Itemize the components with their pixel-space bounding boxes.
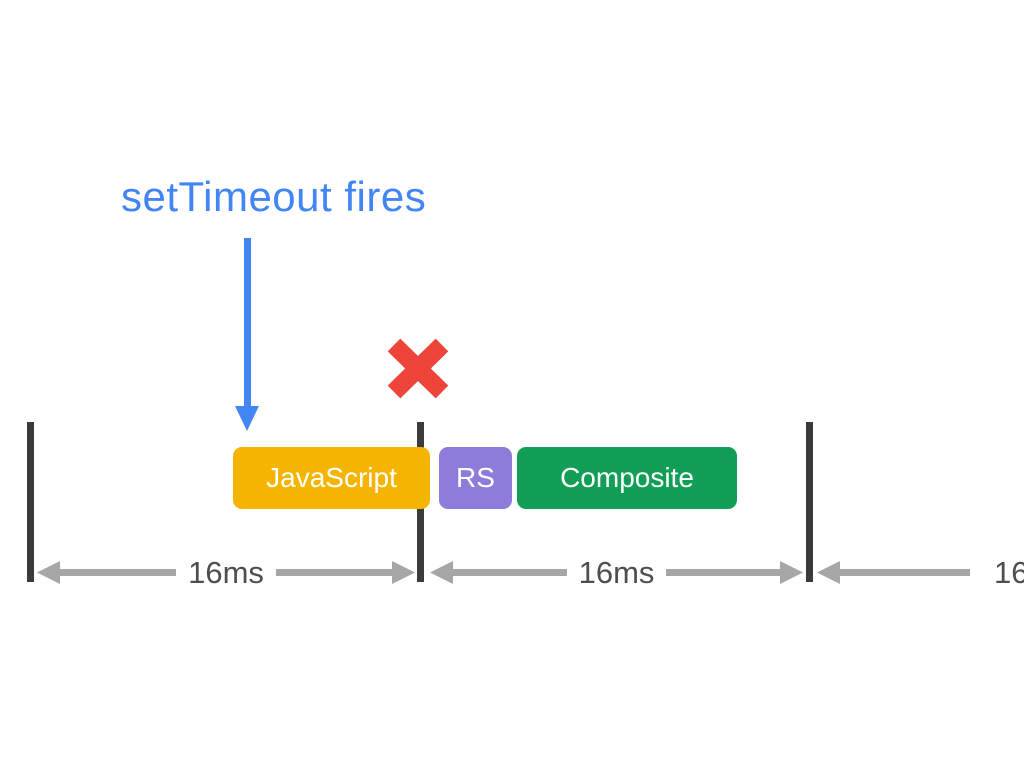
frame-boundary-line — [27, 422, 34, 582]
task-rs: RS — [439, 447, 512, 509]
task-composite: Composite — [517, 447, 737, 509]
duration-label: 16ms — [578, 554, 655, 590]
arrow-shaft — [453, 568, 567, 576]
arrow-shaft — [275, 568, 392, 576]
annotation-settimeout-fires: setTimeout fires — [121, 173, 427, 220]
duration-label: 16ms — [994, 554, 1024, 590]
left-arrowhead-icon — [430, 560, 453, 584]
right-arrowhead-icon — [392, 560, 415, 584]
frame-boundary-line — [806, 422, 813, 582]
down-arrow-icon — [233, 238, 261, 432]
arrow-shaft — [60, 568, 177, 576]
frame-duration-group: 16ms — [430, 551, 803, 593]
missed-frame-x-icon — [385, 336, 451, 401]
arrow-shaft — [840, 568, 970, 576]
right-arrowhead-icon — [780, 560, 803, 584]
task-rs-label: RS — [456, 462, 495, 493]
frame-duration-group: 16ms — [817, 551, 1024, 593]
duration-label: 16ms — [188, 554, 264, 590]
left-arrowhead-icon — [817, 560, 840, 584]
task-javascript-label: JavaScript — [266, 462, 397, 493]
task-composite-label: Composite — [560, 462, 694, 493]
task-javascript: JavaScript — [233, 447, 430, 509]
left-arrowhead-icon — [37, 560, 60, 584]
frame-duration-group: 16ms — [37, 551, 415, 593]
arrow-shaft — [666, 568, 780, 576]
